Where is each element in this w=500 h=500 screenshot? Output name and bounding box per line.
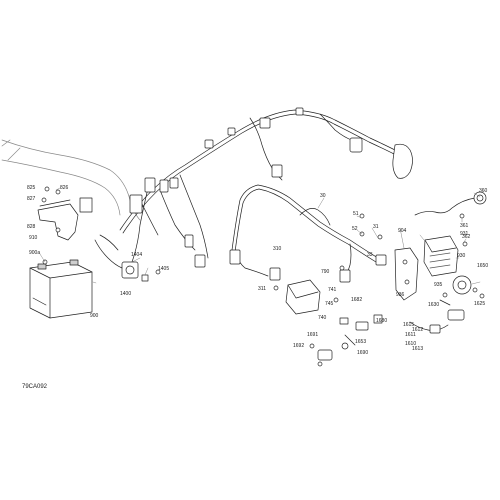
label-930: 930 <box>457 253 466 259</box>
label-1404: 1404 <box>131 252 143 258</box>
harness-30 <box>231 184 379 279</box>
label-51: 51 <box>353 211 359 217</box>
label-790: 790 <box>321 269 330 275</box>
label-910: 910 <box>29 235 38 241</box>
label-1610: 1610 <box>405 341 417 347</box>
label-827: 827 <box>27 196 36 202</box>
label-1650: 1650 <box>477 263 489 269</box>
relay-1400 <box>94 234 149 282</box>
fuse-box-745 <box>285 279 321 315</box>
label-361: 361 <box>460 223 469 229</box>
label-900: 900 <box>90 313 99 319</box>
label-745: 745 <box>325 301 334 307</box>
sensor-group-1690 <box>317 314 449 361</box>
label-1653: 1653 <box>355 339 367 345</box>
label-825: 825 <box>27 185 36 191</box>
label-1611: 1611 <box>405 332 416 338</box>
module-930 <box>423 235 459 277</box>
battery-bracket-910 <box>37 197 93 241</box>
label-1405: 1405 <box>158 266 170 272</box>
label-1625: 1625 <box>474 301 486 307</box>
label-1682: 1682 <box>351 297 363 303</box>
label-310: 310 <box>273 246 282 252</box>
battery-900 <box>29 259 93 319</box>
label-1690: 1690 <box>357 350 369 356</box>
label-1630: 1630 <box>428 302 440 308</box>
component-right-top <box>392 143 413 179</box>
label-52: 52 <box>352 226 358 232</box>
label-828: 828 <box>27 224 36 230</box>
harness-connectors <box>129 107 387 283</box>
bracket-904 <box>394 247 419 301</box>
label-33: 33 <box>367 252 373 258</box>
label-935: 935 <box>434 282 443 288</box>
fasteners <box>41 186 485 367</box>
leader-lines <box>39 187 481 285</box>
label-931: 931 <box>460 231 469 237</box>
figure-code: 79CA092 <box>22 384 48 390</box>
label-741: 741 <box>328 287 337 293</box>
label-1615: 1615 <box>403 322 415 328</box>
label-311: 311 <box>258 286 266 292</box>
label-1613: 1613 <box>412 346 424 352</box>
label-740: 740 <box>318 315 327 321</box>
label-360: 360 <box>479 188 488 194</box>
label-31: 31 <box>373 224 379 230</box>
label-1612: 1612 <box>412 327 424 333</box>
label-936: 936 <box>396 292 405 298</box>
horn-1650 <box>439 275 472 321</box>
label-30: 30 <box>320 193 326 199</box>
label-900a: 900a <box>29 250 41 256</box>
label-1691: 1691 <box>307 332 319 338</box>
label-904: 904 <box>398 228 407 234</box>
label-362: 362 <box>462 234 471 240</box>
label-1400: 1400 <box>120 291 132 297</box>
label-1692: 1692 <box>293 343 305 349</box>
harness-360 <box>414 191 487 216</box>
label-826: 826 <box>60 185 69 191</box>
label-1680: 1680 <box>376 318 388 324</box>
